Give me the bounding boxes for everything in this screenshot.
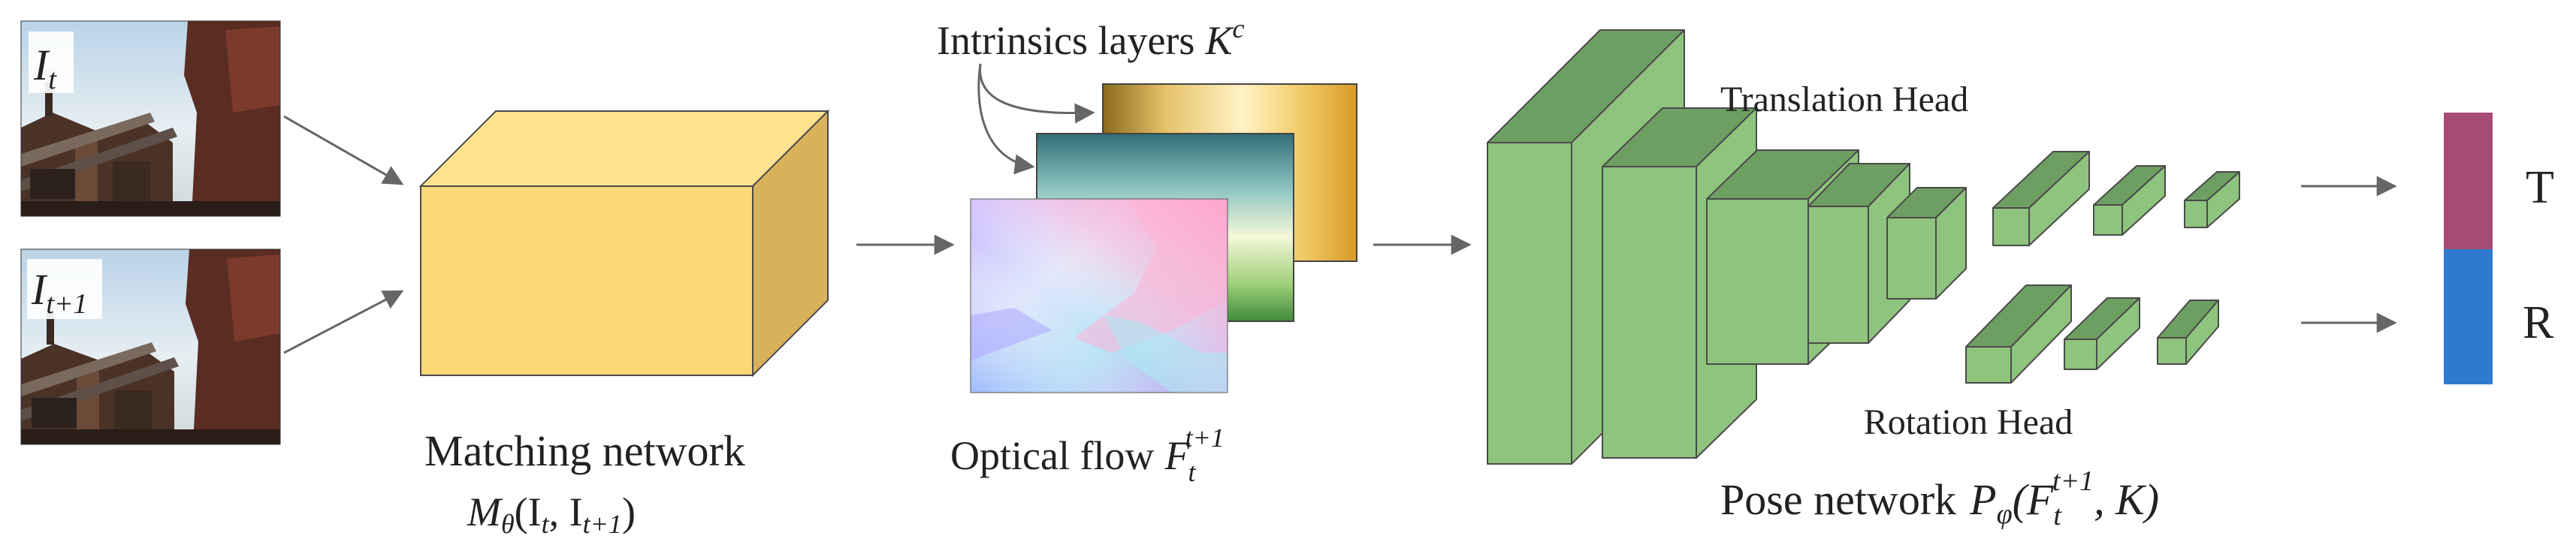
scene-photo-icon <box>21 21 280 216</box>
pose-conv-5 <box>1886 187 1967 300</box>
rotation-head-fc-1 <box>1965 285 2072 384</box>
flow-field-icon <box>971 199 1228 393</box>
rotation-output-label: R <box>2523 297 2554 348</box>
scene-photo-icon <box>21 249 280 444</box>
matching-network-label: Matching network <box>424 426 745 475</box>
input-frame-t-plus-1: It+1 <box>20 248 281 445</box>
translation-head-fc-1 <box>1992 151 2090 246</box>
arrow-input-t-plus-1 <box>283 290 404 354</box>
arrow-input-t <box>283 115 404 185</box>
arrow-intrinsics-top <box>978 63 1095 124</box>
translation-output-bar <box>2444 113 2493 249</box>
input-frame-t: It <box>20 20 281 217</box>
input-symbol-t-plus-1: It+1 <box>31 265 88 320</box>
input-label-bg <box>27 259 102 319</box>
arrow-intrinsics-mid <box>977 63 1035 175</box>
optical-flow-frame <box>970 198 1228 393</box>
translation-head-label: Translation Head <box>1720 80 1968 119</box>
rotation-head-fc-3 <box>2157 300 2219 365</box>
rotation-output-bar <box>2444 249 2493 384</box>
translation-output-label: T <box>2526 162 2554 213</box>
matching-network-formula: Mθ(It, It+1) <box>467 489 636 539</box>
pose-network-blocks <box>1487 29 2240 465</box>
rotation-head-label: Rotation Head <box>1864 402 2073 442</box>
input-label-bg <box>29 32 74 93</box>
matching-network-block <box>418 109 830 378</box>
rotation-head-fc-2 <box>2064 297 2140 370</box>
translation-head-fc-2 <box>2093 165 2166 236</box>
input-symbol-t: It <box>33 41 57 95</box>
translation-head-fc-3 <box>2184 171 2240 228</box>
